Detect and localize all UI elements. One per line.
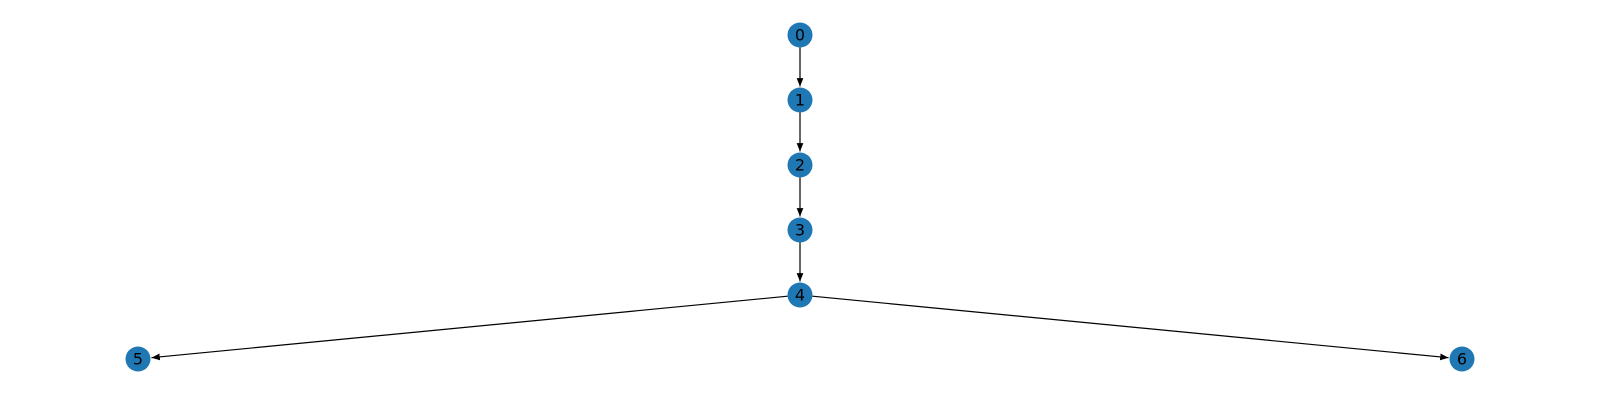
nodes-layer: 0 1 2 3 4 5 6 (125, 22, 1475, 372)
node-0: 0 (787, 22, 813, 48)
node-3: 3 (787, 217, 813, 243)
edges-layer (151, 47, 1449, 361)
node-6: 6 (1449, 346, 1475, 372)
node-circle (787, 87, 813, 113)
node-label: 4 (795, 286, 805, 305)
node-label: 1 (795, 91, 805, 110)
node-circle (1449, 346, 1475, 372)
edge-4-to-6 (812, 295, 1449, 361)
node-label: 3 (795, 221, 805, 240)
node-label: 6 (1457, 350, 1467, 369)
node-label: 5 (133, 350, 143, 369)
node-1: 1 (787, 87, 813, 113)
node-label: 2 (795, 156, 805, 175)
node-circle (787, 22, 813, 48)
edge-4-to-5 (151, 295, 788, 361)
node-label: 0 (795, 26, 805, 45)
node-4: 4 (787, 282, 813, 308)
node-circle (787, 282, 813, 308)
node-circle (125, 346, 151, 372)
node-5: 5 (125, 346, 151, 372)
node-2: 2 (787, 152, 813, 178)
node-circle (787, 217, 813, 243)
node-circle (787, 152, 813, 178)
